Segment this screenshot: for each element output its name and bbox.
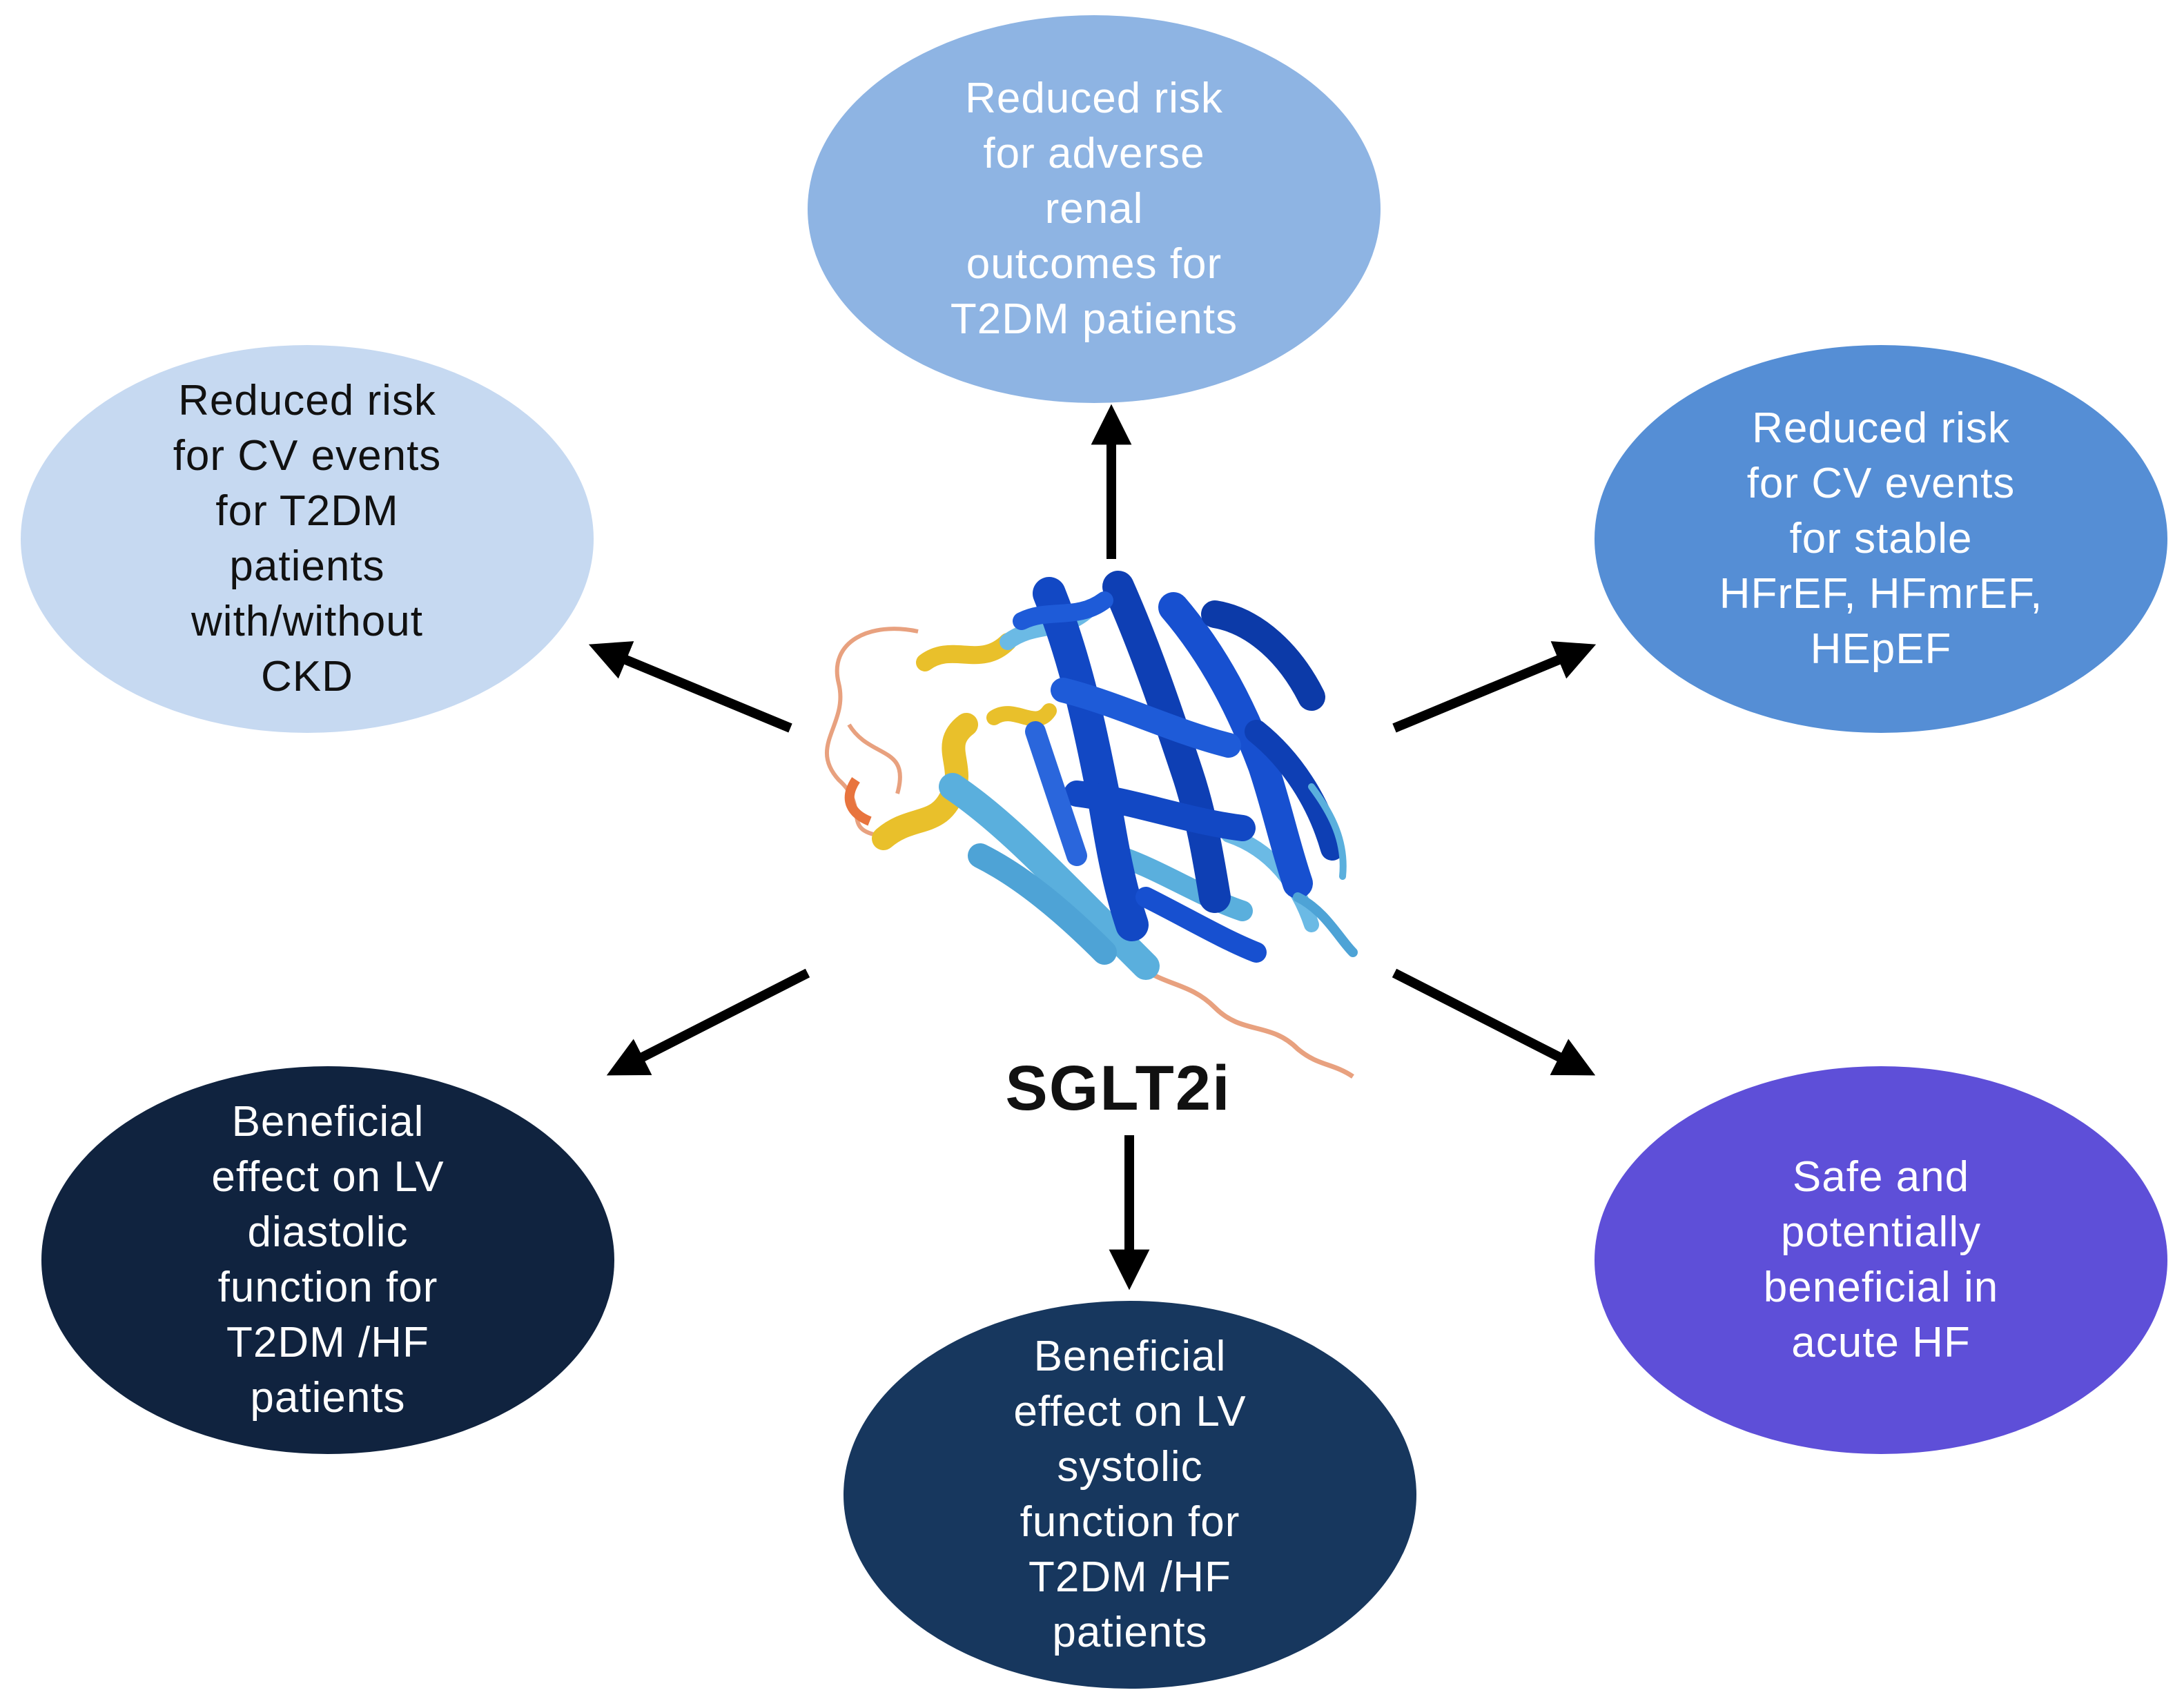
node-cv-events-t2dm-text: Reduced risk for CV events for T2DM pati… bbox=[173, 377, 442, 700]
node-renal-outcomes-text: Reduced risk for adverse renal outcomes … bbox=[950, 75, 1238, 343]
arrow-to-acute-hf bbox=[1392, 968, 1596, 1076]
arrow-to-cv-events-hf bbox=[1392, 641, 1597, 733]
arrow-to-cv-events-t2dm bbox=[588, 641, 792, 733]
node-renal-outcomes: Reduced risk for adverse renal outcomes … bbox=[808, 15, 1381, 403]
node-systolic-function-text: Beneficial effect on LV systolic functio… bbox=[1013, 1333, 1247, 1656]
node-cv-events-t2dm: Reduced risk for CV events for T2DM pati… bbox=[21, 345, 594, 733]
node-diastolic-function-text: Beneficial effect on LV diastolic functi… bbox=[211, 1098, 445, 1422]
sglt2-protein-icon bbox=[824, 571, 1358, 1079]
node-cv-events-hf-text: Reduced risk for CV events for stable HF… bbox=[1719, 404, 2043, 673]
node-systolic-function: Beneficial effect on LV systolic functio… bbox=[844, 1301, 1416, 1689]
node-diastolic-function: Beneficial effect on LV diastolic functi… bbox=[41, 1066, 614, 1454]
node-acute-hf-text: Safe and potentially beneficial in acute… bbox=[1763, 1153, 1999, 1366]
node-cv-events-hf: Reduced risk for CV events for stable HF… bbox=[1595, 345, 2167, 733]
center-label-sglt2i: SGLT2i bbox=[1005, 1053, 1231, 1123]
arrow-to-diastolic-function bbox=[606, 968, 810, 1076]
node-acute-hf: Safe and potentially beneficial in acute… bbox=[1595, 1066, 2167, 1454]
